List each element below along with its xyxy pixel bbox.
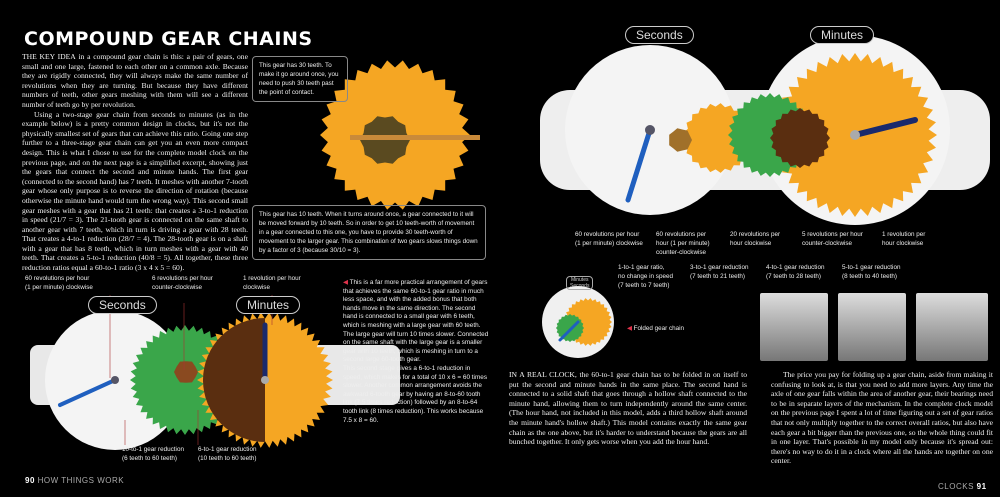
orange-40-tooth-gear	[773, 53, 937, 217]
bottom-label: 1-to-1 gear ratio, no change in speed (7…	[618, 264, 673, 289]
minutes-tag: Minutes	[236, 296, 301, 314]
small-10-tooth-gear	[360, 116, 410, 164]
folded-green-gear	[556, 314, 584, 342]
top-label: 60 revolutions per hour (1 per minute) c…	[656, 231, 710, 256]
brown-10-tooth-gear	[203, 318, 265, 442]
minutes-hub	[261, 376, 269, 384]
callout-30-teeth: This gear has 30 teeth. To make it go ar…	[252, 56, 348, 102]
folded-seconds: Seconds	[570, 283, 590, 289]
photo-gear-layers-2	[838, 293, 906, 361]
bottom-label: 4-to-1 gear reduction (7 teeth to 28 tee…	[766, 264, 825, 280]
callout-10-teeth: This gear has 10 teeth. When it turns ar…	[252, 205, 486, 260]
intro-lead: THE KEY IDEA	[22, 52, 76, 61]
bottom-label: 3-to-1 gear reduction (7 teeth to 21 tee…	[690, 264, 749, 280]
photo-gear-layers-3	[916, 293, 988, 361]
green-60-tooth-gear	[130, 325, 240, 435]
seconds-tag: Seconds	[88, 296, 157, 314]
seconds-dial	[45, 310, 185, 450]
side-note: ◀ This is a far more practical arrangeme…	[343, 279, 491, 425]
minutes-tag: Minutes	[810, 26, 875, 44]
folded-orange-gear	[564, 298, 612, 346]
second-hand	[58, 378, 117, 407]
pointer-icon: ◀	[343, 279, 350, 286]
top-label: 5 revolutions per hour counter-clockwise	[802, 231, 863, 247]
seconds-tag: Seconds	[625, 26, 694, 44]
body-text-1: IN A REAL CLOCK, the 60-to-1 gear chain …	[509, 370, 747, 447]
brown-gear	[770, 108, 830, 168]
label-6-rev: 6 revolutions per hour counter-clockwise	[152, 275, 213, 291]
top-label: 60 revolutions per hour (1 per minute) c…	[575, 231, 643, 247]
body-text: the 60-to-1 gear chain has to be folded …	[509, 370, 747, 447]
axle	[350, 135, 480, 140]
label-6-to-1: 6-to-1 gear reduction (10 teeth to 60 te…	[198, 446, 257, 462]
page-title: COMPOUND GEAR CHAINS	[24, 28, 313, 50]
6-tooth-gear	[174, 361, 198, 383]
page-number: 91	[976, 482, 987, 491]
minute-hand-right	[852, 117, 918, 138]
orange-60-tooth-gear	[197, 312, 333, 448]
folded-clock-dial	[542, 286, 614, 358]
folded-second-hand	[558, 320, 580, 342]
minutes-dial-right	[760, 35, 950, 225]
body-paragraph: Using a two-stage gear chain from second…	[22, 109, 248, 273]
top-label: 20 revolutions per hour clockwise	[730, 231, 781, 247]
label-60-rev: 60 revolutions per hour (1 per minute) c…	[25, 275, 93, 291]
hub	[645, 125, 655, 135]
running-head: HOW THINGS WORK	[37, 476, 125, 485]
clock-plate-right	[540, 90, 990, 190]
second-hand-right	[625, 127, 653, 203]
seconds-dial-right	[565, 45, 735, 215]
footer-right: CLOCKS 91	[938, 482, 987, 491]
label-10-to-1: 10-to-1 gear reduction (6 teeth to 60 te…	[122, 446, 184, 462]
body-text-2: The price you pay for folding up a gear …	[771, 370, 993, 466]
hub	[850, 130, 860, 140]
page-number: 90	[25, 476, 35, 485]
body-lead: IN A REAL CLOCK,	[509, 370, 577, 379]
footer-left: 90 HOW THINGS WORK	[25, 476, 124, 485]
photo-gear-layers-1	[760, 293, 828, 361]
running-head: CLOCKS	[938, 482, 974, 491]
7-tooth-gear	[669, 128, 692, 152]
side-note-text: This is a far more practical arrangement…	[343, 279, 489, 364]
intro-body: in a compound gear chain is this: a pair…	[22, 52, 248, 109]
folded-caption: ◀ Folded gear chain	[627, 325, 685, 332]
seconds-hub	[111, 376, 119, 384]
green-28-tooth-gear	[728, 93, 812, 177]
folded-caption-text: Folded gear chain	[633, 325, 685, 332]
orange-21-tooth-gear	[683, 103, 753, 173]
side-note-text-2: This second stage gives a 6-to-1 reducti…	[343, 364, 488, 424]
intro-text: THE KEY IDEA in a compound gear chain is…	[22, 52, 248, 273]
top-label: 1 revolution per hour clockwise	[882, 231, 926, 247]
folded-minutes: Minutes	[570, 277, 589, 283]
bottom-label: 5-to-1 gear reduction (8 teeth to 40 tee…	[842, 264, 901, 280]
label-1-rev: 1 revolution per hour clockwise	[243, 275, 301, 291]
